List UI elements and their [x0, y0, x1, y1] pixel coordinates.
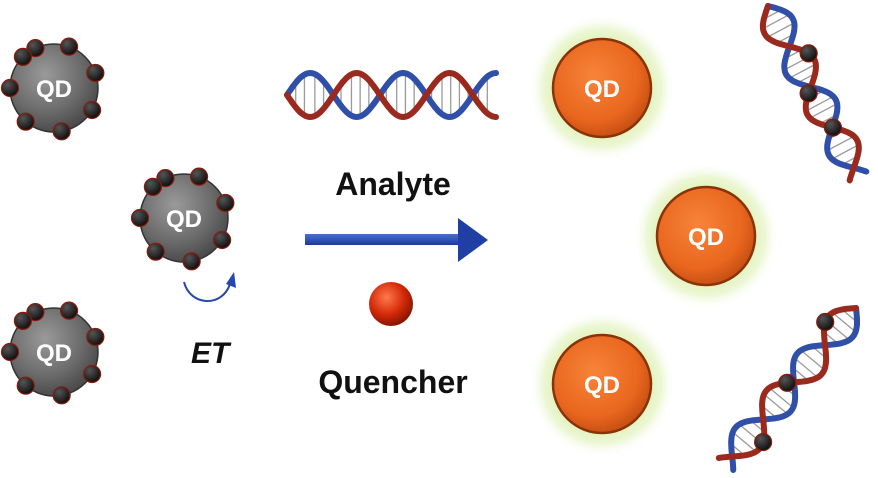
- bound-quencher-bead: [800, 45, 817, 62]
- bound-quencher-bead: [817, 313, 834, 330]
- analyte-dna-icon: [287, 73, 496, 117]
- quencher-bead: [147, 243, 164, 260]
- quencher-bead: [132, 210, 149, 227]
- bound-quencher-bead: [755, 434, 772, 451]
- quencher-bead: [84, 102, 101, 119]
- quencher-bead: [61, 302, 78, 319]
- quenched-qd-middle: QD: [132, 168, 234, 270]
- qd-label: QD: [36, 76, 72, 103]
- quencher-bead: [53, 387, 70, 404]
- quencher-bead: [84, 366, 101, 383]
- quencher-bead: [14, 48, 31, 65]
- energy-transfer-label: ET: [191, 337, 232, 370]
- analyte-label: Analyte: [335, 166, 451, 202]
- energy-transfer-arrow: [184, 272, 236, 301]
- quencher-bead: [87, 328, 104, 345]
- quenched-qd-bottom: QD: [2, 302, 104, 404]
- quencher-bead: [14, 312, 31, 329]
- qd-label: QD: [36, 340, 72, 367]
- quencher-bead: [191, 168, 208, 185]
- quencher-bead: [217, 194, 234, 211]
- quencher-bead: [2, 80, 19, 97]
- quenched-qd-top: QD: [2, 38, 104, 140]
- quencher-bead: [61, 38, 78, 55]
- quencher-bead: [214, 232, 231, 249]
- bright-qd-middle: QD: [632, 162, 780, 310]
- quencher-bead: [53, 123, 70, 140]
- quencher-bead: [2, 344, 19, 361]
- quencher-bead: [183, 253, 200, 270]
- bright-qd-bottom: QD: [528, 310, 676, 458]
- quencher-label: Quencher: [318, 364, 467, 400]
- quencher-bead: [17, 377, 34, 394]
- quencher-bead: [87, 64, 104, 81]
- qd-label: QD: [166, 206, 202, 233]
- qd-label: QD: [584, 76, 620, 103]
- qd-label: QD: [584, 372, 620, 399]
- qd-label: QD: [688, 224, 724, 251]
- bound-quencher-bead: [824, 119, 841, 136]
- bound-quencher-bead: [800, 85, 817, 102]
- quencher-bead: [17, 113, 34, 130]
- reaction-arrow: [305, 218, 488, 262]
- dna-quencher-complex-bottom: [719, 308, 857, 470]
- quencher-bead: [144, 178, 161, 195]
- dna-quencher-complex-top: [763, 6, 866, 180]
- bound-quencher-bead: [779, 374, 796, 391]
- quencher-dot: [369, 282, 413, 326]
- bright-qd-top: QD: [528, 14, 676, 162]
- bright-qd-group: QD QD QD: [528, 14, 780, 458]
